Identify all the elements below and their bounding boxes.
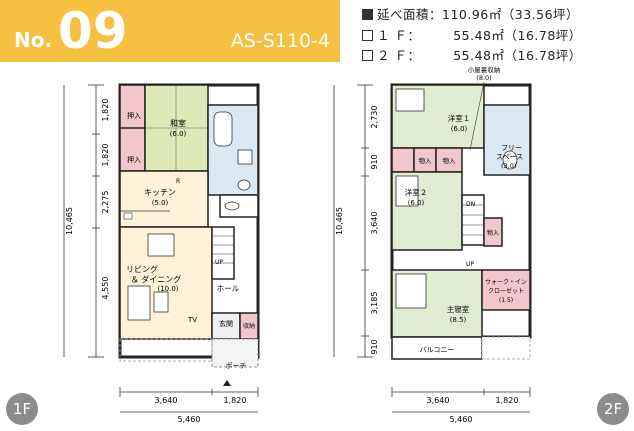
f1-dim-v-3: 2,275 bbox=[101, 191, 110, 214]
spec-floor2: ２ Ｆ： 55.48㎡（16.78坪） bbox=[362, 45, 582, 64]
f2-nyu-1: 物入 bbox=[419, 156, 433, 165]
floor2-badge: 2F bbox=[597, 393, 629, 425]
f2-wic-size: (1.5) bbox=[499, 297, 513, 304]
f1-dim-v-4: 4,550 bbox=[101, 277, 110, 300]
f2-yoshitsu2: 洋室２ bbox=[405, 187, 428, 197]
f1-dim-v-1: 1,820 bbox=[101, 99, 110, 122]
f2-wic-1: ウォーク・イン bbox=[485, 278, 527, 286]
f1-hall: ホール bbox=[217, 284, 240, 293]
f2-master: 主寝室 bbox=[447, 304, 470, 314]
f2-yoshitsu2-size: (6.0) bbox=[408, 199, 425, 207]
f1-dim-v-2: 1,820 bbox=[101, 144, 110, 167]
f2-nyu-2: 物入 bbox=[443, 156, 457, 165]
empty-square-icon bbox=[362, 50, 373, 61]
f1-washitsu-size: (6.0) bbox=[170, 130, 187, 138]
f2-stair-dn: DN bbox=[466, 201, 475, 208]
f1-stair-up: UP bbox=[215, 259, 223, 266]
f1-kitchen-size: (5.0) bbox=[152, 199, 169, 207]
f1-porch: ポーチ bbox=[226, 362, 247, 370]
f1-dim-h-1: 3,640 bbox=[155, 396, 178, 405]
filled-square-icon bbox=[362, 9, 373, 20]
f2-dim-v-5: 910 bbox=[370, 339, 379, 354]
f2-free-1: フリー bbox=[501, 144, 522, 152]
f1-ldk-size: (10.0) bbox=[157, 285, 178, 293]
f2-dim-v-total: 10,465 bbox=[335, 207, 344, 235]
f2-yoshitsu1-size: (6.0) bbox=[451, 125, 468, 133]
f1-washitsu: 和室 bbox=[170, 118, 186, 128]
f2-dim-h-total: 5,460 bbox=[450, 415, 473, 424]
f2-free-size: (3.0) bbox=[501, 162, 516, 170]
f2-dim-v-2: 910 bbox=[370, 154, 379, 169]
f2-balcony: バルコニー bbox=[420, 346, 455, 354]
f2-free-2: スペース bbox=[496, 153, 523, 161]
f2-dim-v-3: 3,640 bbox=[370, 212, 379, 235]
f1-kitchen: キッチン bbox=[144, 188, 176, 197]
f2-stair-up: UP bbox=[466, 261, 474, 268]
f1-genkan: 玄関 bbox=[219, 319, 233, 328]
f2-dim-v-1: 2,730 bbox=[370, 106, 379, 129]
f1-tv: TV bbox=[187, 316, 197, 324]
f1-dim-v-total: 10,465 bbox=[65, 207, 74, 235]
f2-attic-size: (8.0) bbox=[476, 74, 491, 82]
plan-number-label: No. bbox=[14, 28, 53, 52]
f1-oshiire-2: 押入 bbox=[127, 155, 141, 164]
model-code: AS-S110-4 bbox=[230, 30, 330, 52]
f1-dim-h-2: 1,820 bbox=[224, 396, 247, 405]
f1-ldk-1: リビング bbox=[126, 264, 158, 274]
f2-dim-h-2: 1,820 bbox=[496, 396, 519, 405]
f2-dim-v-4: 3,185 bbox=[370, 292, 379, 315]
empty-square-icon bbox=[362, 30, 373, 41]
f1-oshiire-1: 押入 bbox=[127, 111, 141, 120]
f2-attic: 小屋裏収納 bbox=[468, 65, 501, 74]
f1-fridge-r: R bbox=[176, 178, 180, 185]
f2-master-size: (8.5) bbox=[450, 316, 467, 324]
f1-dim-h-total: 5,460 bbox=[178, 415, 201, 424]
floor1-badge: 1F bbox=[6, 393, 38, 425]
f2-dim-h-1: 3,640 bbox=[427, 396, 450, 405]
f2-nyu-3: 物入 bbox=[487, 229, 499, 237]
header-banner: No. 09 AS-S110-4 bbox=[0, 0, 340, 62]
f1-shuno: 収納 bbox=[243, 322, 255, 330]
f1-ldk-2: ＆ ダイニング bbox=[131, 274, 182, 284]
spec-total: 延べ面積：110.96㎡（33.56坪） bbox=[362, 4, 579, 23]
spec-floor1: １ Ｆ： 55.48㎡（16.78坪） bbox=[362, 25, 582, 44]
f2-yoshitsu1: 洋室１ bbox=[448, 113, 471, 123]
plan-number: 09 bbox=[58, 2, 128, 60]
f2-wic-2: クローゼット bbox=[488, 287, 524, 295]
entry-arrow-icon bbox=[223, 380, 231, 386]
